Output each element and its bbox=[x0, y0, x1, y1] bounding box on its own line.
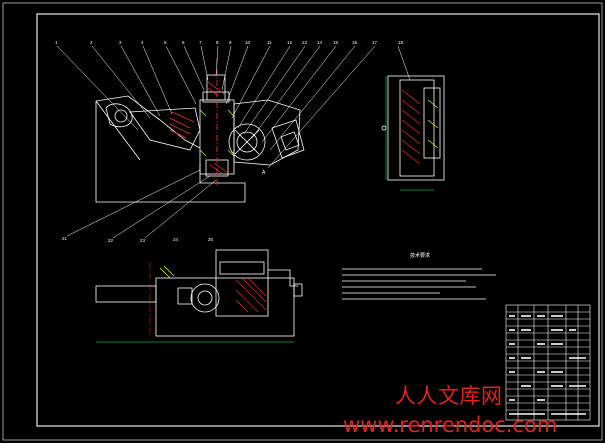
main-view bbox=[95, 58, 305, 203]
plan-view bbox=[95, 249, 303, 343]
callout-23: 23 bbox=[140, 238, 146, 243]
callout-11: 11 bbox=[267, 40, 272, 45]
inner-frame bbox=[36, 13, 600, 427]
callout-10: 10 bbox=[245, 40, 251, 45]
side-view bbox=[381, 45, 445, 191]
callout-6: 6 bbox=[182, 40, 185, 45]
callout-13: 13 bbox=[302, 40, 308, 45]
side-view-hatch bbox=[401, 89, 421, 165]
callout-7: 7 bbox=[199, 40, 202, 45]
callout-3: 3 bbox=[119, 40, 122, 45]
callout-22: 22 bbox=[108, 238, 114, 243]
plan-view-hatch-alt bbox=[159, 265, 175, 279]
callout-25: 25 bbox=[208, 237, 214, 242]
callout-9: 9 bbox=[229, 40, 232, 45]
title-block bbox=[505, 304, 591, 421]
technical-notes: 技术要求 bbox=[342, 252, 496, 300]
main-view-hatch-alt bbox=[199, 109, 235, 157]
bottom-callouts: 21 22 23 24 25 bbox=[62, 236, 214, 243]
watermark-url: www.renrendoc.com bbox=[343, 413, 558, 437]
callout-17: 17 bbox=[372, 40, 378, 45]
top-leaders bbox=[56, 45, 376, 239]
callout-14: 14 bbox=[317, 40, 323, 45]
callout-21: 21 bbox=[62, 236, 68, 241]
section-mark-a: A bbox=[262, 170, 266, 176]
callout-18: 18 bbox=[398, 40, 404, 45]
callout-1: 1 bbox=[55, 40, 58, 45]
notes-heading: 技术要求 bbox=[410, 252, 430, 259]
side-view-hatch-alt bbox=[427, 99, 439, 149]
callout-4: 4 bbox=[141, 40, 144, 45]
plan-view-hatch bbox=[235, 277, 267, 313]
main-view-hatch bbox=[169, 81, 229, 176]
callout-16: 16 bbox=[352, 40, 358, 45]
callout-15: 15 bbox=[333, 40, 339, 45]
callout-12: 12 bbox=[287, 40, 293, 45]
callout-8: 8 bbox=[216, 40, 219, 45]
watermark-cn: 人人文库网 bbox=[395, 384, 503, 408]
callout-2: 2 bbox=[90, 40, 93, 45]
title-block-fill bbox=[509, 315, 586, 415]
callout-24: 24 bbox=[173, 237, 179, 242]
callout-5: 5 bbox=[164, 40, 167, 45]
top-callouts: 1 2 3 4 5 6 7 8 9 10 11 12 13 14 15 16 1… bbox=[55, 40, 404, 45]
